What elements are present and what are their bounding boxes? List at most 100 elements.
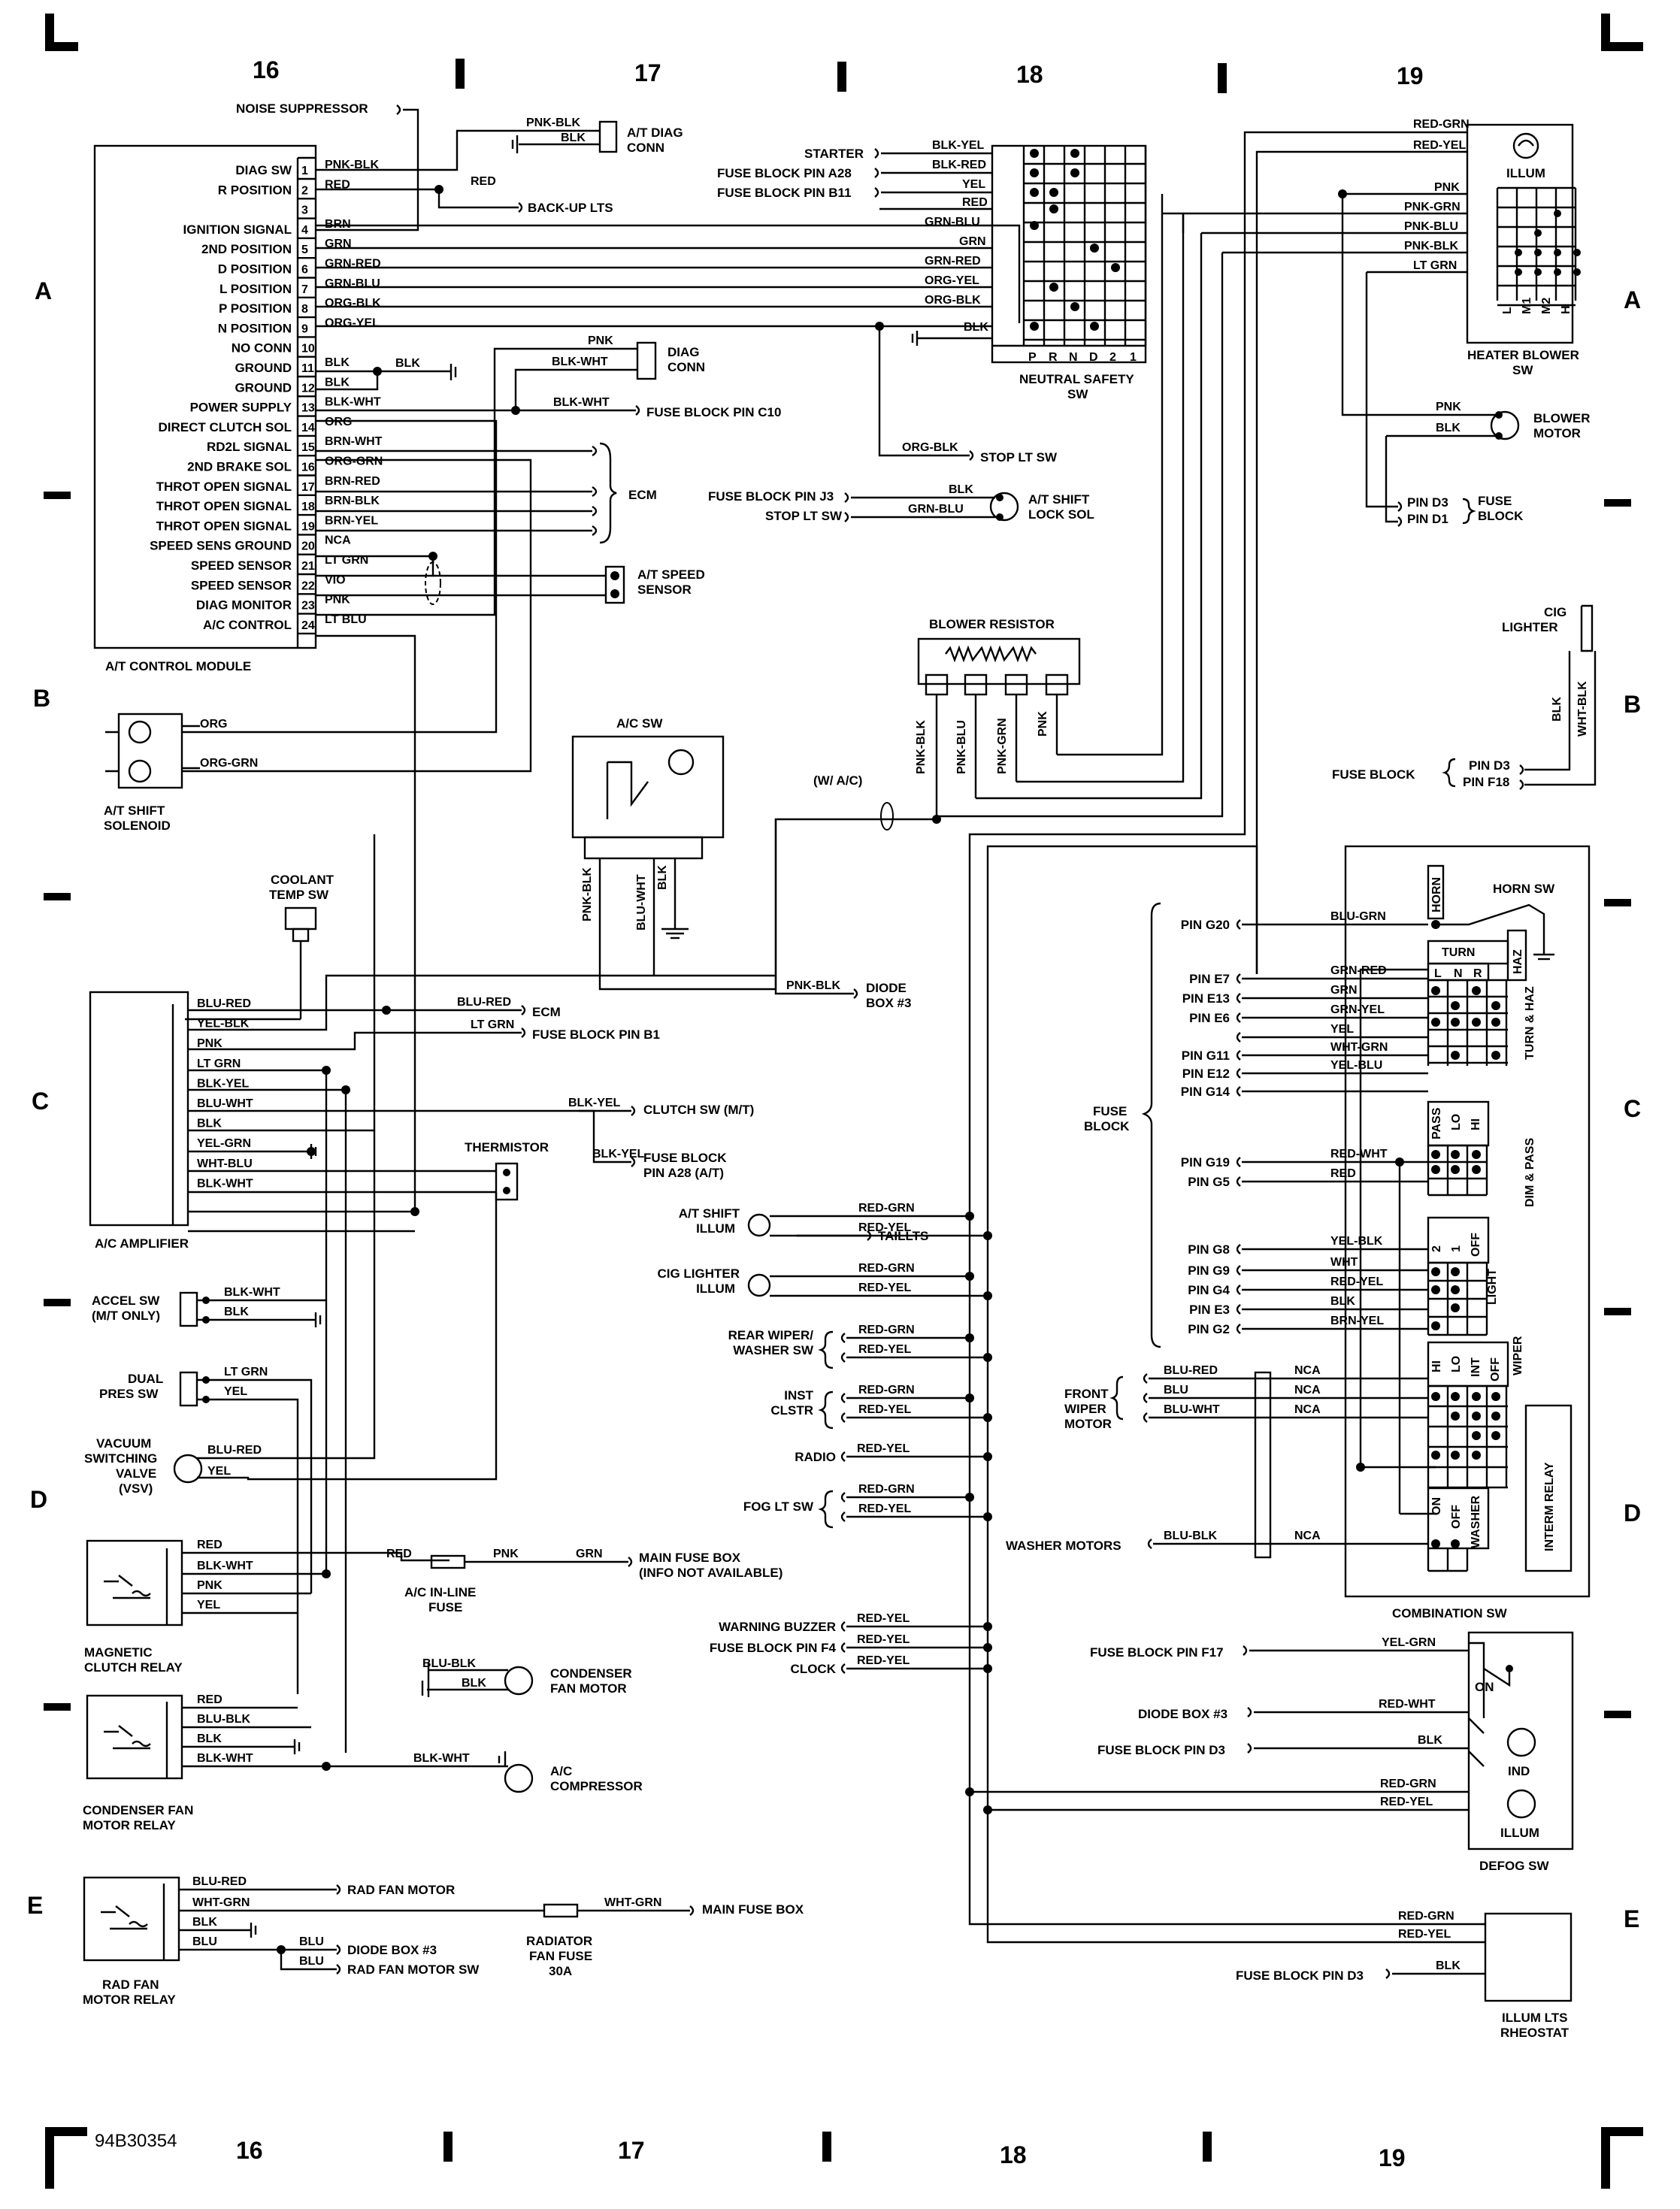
svg-text:A/T DIAG: A/T DIAG: [627, 126, 683, 140]
wire-label: BLK: [325, 356, 350, 369]
svg-text:BLOWER RESISTOR: BLOWER RESISTOR: [929, 617, 1055, 631]
front-wiper-motor: FRONT WIPER MOTOR BLU-RED BLU BLU-WHT NC…: [1006, 1364, 1428, 1559]
svg-text:BLK: BLK: [949, 483, 973, 496]
svg-text:STOP LT SW: STOP LT SW: [980, 450, 1058, 464]
svg-text:PNK-BLU: PNK-BLU: [1404, 220, 1458, 233]
fuse-block-pin: PIN G2: [1188, 1322, 1230, 1336]
svg-text:GRN-BLU: GRN-BLU: [908, 503, 964, 516]
wire-label: ORG-BLK: [325, 297, 381, 310]
svg-text:FUSE BLOCK PIN D3: FUSE BLOCK PIN D3: [1097, 1743, 1225, 1757]
svg-text:LOCK SOL: LOCK SOL: [1028, 507, 1094, 522]
pin-number: 24: [301, 619, 315, 632]
svg-text:LO: LO: [1450, 1356, 1463, 1372]
blower-resistor: BLOWER RESISTOR PNK-BLK PNK-BLU PNK-GRN …: [915, 194, 1327, 818]
pin-number: 16: [301, 461, 315, 474]
wire-label: ORG: [325, 416, 352, 428]
at-shift-solenoid: ORG ORG-GRN A/T SHIFT SOLENOID: [104, 419, 532, 833]
svg-text:LT GRN: LT GRN: [471, 1018, 514, 1031]
svg-text:BLK: BLK: [192, 1916, 217, 1929]
svg-text:HORN: HORN: [1430, 877, 1443, 912]
switch-position: M1: [1521, 298, 1533, 314]
pin-number: 8: [301, 303, 308, 316]
wire-label: GRN-RED: [1330, 964, 1387, 977]
svg-text:COOLANT: COOLANT: [271, 873, 334, 887]
svg-text:RED-YEL: RED-YEL: [1413, 139, 1466, 152]
wire-label: RED-GRN: [858, 1202, 915, 1215]
wire-label: RED-YEL: [858, 1282, 911, 1294]
pin-label: SPEED SENSOR: [191, 558, 292, 573]
svg-text:WHT-BLK: WHT-BLK: [1576, 681, 1589, 737]
svg-text:RED-YEL: RED-YEL: [1380, 1796, 1433, 1808]
svg-text:OFF: OFF: [1470, 1233, 1482, 1257]
accel-switch: ACCEL SW (M/T ONLY) BLK-WHT BLK: [92, 1286, 326, 1327]
svg-text:BLU: BLU: [299, 1935, 324, 1948]
svg-text:BLK: BLK: [656, 865, 669, 890]
svg-text:BLU-BLK: BLU-BLK: [197, 1713, 251, 1726]
svg-text:FUSE: FUSE: [1478, 494, 1512, 508]
wire-label: BRN-BLK: [325, 495, 380, 507]
svg-text:BLOWER: BLOWER: [1533, 411, 1591, 425]
wire-label: BRN-WHT: [325, 435, 383, 448]
fuse-block-pin: PIN E6: [1189, 1011, 1230, 1025]
svg-text:RAD FAN: RAD FAN: [102, 1978, 159, 1992]
pin-label: 2ND POSITION: [201, 242, 292, 256]
wire-label: RED-YEL: [858, 1343, 911, 1356]
col-label: 18: [1016, 61, 1043, 88]
wire-label: RED-YEL: [857, 1612, 910, 1625]
svg-text:ON: ON: [1475, 1680, 1494, 1694]
pin-label: D POSITION: [218, 262, 292, 277]
svg-text:1: 1: [1450, 1245, 1463, 1252]
pin-number: 2: [301, 184, 308, 197]
svg-text:FUSE BLOCK PIN B1: FUSE BLOCK PIN B1: [532, 1027, 660, 1042]
svg-text:LO: LO: [1450, 1114, 1463, 1130]
wire-label: BLU-RED: [197, 997, 251, 1010]
wire-label: BLK-WHT: [197, 1177, 253, 1190]
col-label: 19: [1397, 62, 1424, 89]
svg-text:GRN: GRN: [576, 1548, 603, 1560]
pin-label: IGNITION SIGNAL: [183, 222, 292, 237]
pin-label: GROUND: [235, 361, 292, 375]
svg-text:SW: SW: [1512, 363, 1533, 377]
svg-text:TURN: TURN: [1442, 946, 1475, 959]
fuse-block-pin: PIN G5: [1188, 1175, 1230, 1189]
svg-text:CONN: CONN: [627, 141, 664, 155]
pin-label: GROUND: [235, 380, 292, 395]
svg-text:FUSE BLOCK: FUSE BLOCK: [643, 1151, 727, 1165]
ac-inline-fuse: RED PNK GRN A/C IN-LINE FUSE MAIN FUSE B…: [386, 1548, 782, 1614]
svg-text:PRES SW: PRES SW: [99, 1387, 159, 1401]
svg-text:HAZ: HAZ: [1512, 949, 1524, 974]
pin-label: RD2L SIGNAL: [207, 440, 292, 454]
svg-text:A/T SHIFT: A/T SHIFT: [104, 803, 165, 818]
switch-position: H: [1560, 305, 1573, 314]
svg-text:PNK-GRN: PNK-GRN: [1404, 201, 1461, 213]
svg-text:PNK-GRN: PNK-GRN: [996, 718, 1009, 774]
svg-text:SWITCHING: SWITCHING: [84, 1451, 157, 1466]
switch-position: D: [1089, 351, 1098, 364]
svg-text:R: R: [1473, 967, 1482, 980]
svg-text:ORG-BLK: ORG-BLK: [925, 294, 981, 307]
svg-text:WHT-GRN: WHT-GRN: [192, 1896, 250, 1909]
wire-label: WHT-BLU: [197, 1157, 253, 1170]
row-label: B: [33, 685, 50, 712]
pin-number: 10: [301, 343, 315, 356]
at-diag-connector: PNK-BLK BLK A/T DIAG CONN: [316, 117, 683, 171]
svg-text:CONDENSER FAN: CONDENSER FAN: [83, 1803, 193, 1817]
switch-position: L: [1501, 307, 1514, 314]
pin-label: SPEED SENSOR: [191, 578, 292, 592]
svg-text:30A: 30A: [549, 1964, 572, 1978]
wire-label: LT GRN: [325, 554, 368, 567]
svg-text:RAD FAN MOTOR: RAD FAN MOTOR: [347, 1883, 455, 1897]
svg-text:PIN D1: PIN D1: [1407, 512, 1448, 526]
svg-text:BLU: BLU: [1164, 1384, 1188, 1397]
wire-label: BRN: [325, 218, 351, 231]
svg-text:BLU-WHT: BLU-WHT: [635, 874, 648, 931]
svg-text:OFF: OFF: [1489, 1357, 1502, 1381]
row-label: A: [35, 277, 52, 304]
pin-number: 6: [301, 264, 308, 277]
pin-label: DIAG MONITOR: [196, 598, 292, 613]
svg-text:NCA: NCA: [1294, 1403, 1321, 1416]
wire-label: RED-WHT: [1330, 1148, 1388, 1160]
svg-text:RED: RED: [471, 175, 496, 188]
